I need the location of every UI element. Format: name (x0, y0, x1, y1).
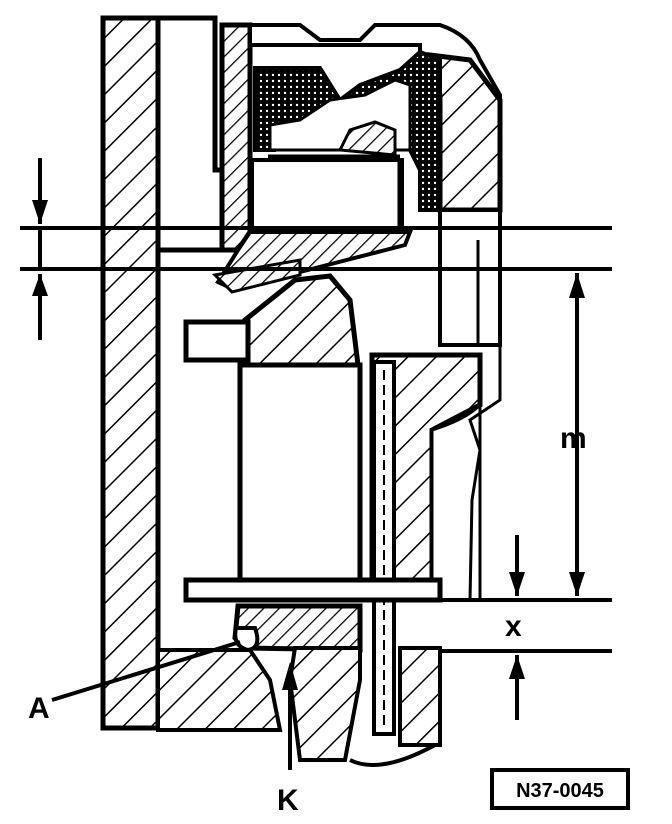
piston-cavity (250, 158, 404, 232)
valve-cone (242, 273, 361, 368)
dimension-x (509, 535, 525, 720)
reference-code: N37-0045 (516, 780, 604, 802)
stem-guide-tab (183, 319, 251, 363)
right-body-wall (438, 208, 502, 347)
outline-right (468, 345, 502, 601)
housing-outer-wall (100, 15, 161, 731)
label-x: x (505, 610, 522, 643)
leader-a (51, 640, 241, 702)
dimension-m (569, 273, 585, 596)
seal-ring (232, 603, 363, 653)
reference-code-box: N37-0045 (490, 768, 630, 810)
reference-lines (20, 226, 612, 653)
dimension-top (32, 158, 48, 340)
bottom-plate (183, 577, 443, 603)
label-k: K (277, 784, 299, 817)
valve-stem (237, 362, 363, 583)
housing-inner-wall (155, 15, 225, 253)
label-m: m (560, 422, 587, 455)
label-a: A (28, 692, 50, 725)
cylinder-sleeve (219, 22, 253, 253)
seal-assembly (253, 49, 442, 212)
leader-k (282, 662, 298, 770)
guide-pin (372, 360, 396, 736)
bottom-housing (156, 646, 442, 767)
